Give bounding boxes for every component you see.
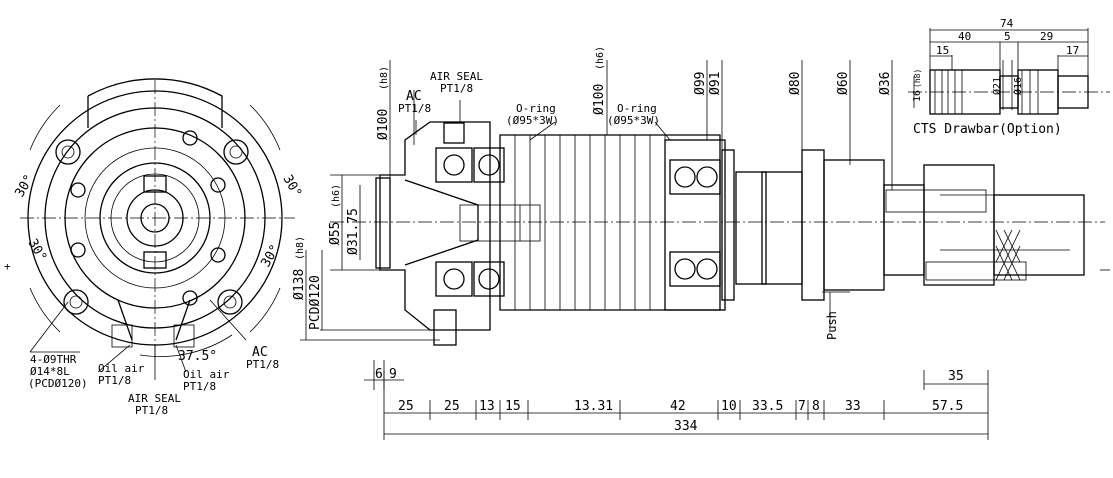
diam-60: Ø60 bbox=[836, 72, 851, 95]
front-oil-air-right-2: PT1/8 bbox=[183, 380, 216, 393]
dim-total-334: 334 bbox=[674, 419, 698, 434]
front-oil-air-left-1: Oil air bbox=[98, 362, 145, 375]
dim-bottom-2: 13 bbox=[479, 399, 495, 414]
oring-1-label: O-ring bbox=[516, 102, 556, 115]
front-oil-air-left-2: PT1/8 bbox=[98, 374, 131, 387]
dim-6: 6 bbox=[375, 367, 383, 382]
dim-bottom-11: 57.5 bbox=[932, 399, 963, 414]
front-view: + 30° 30° 30° 30° 37.5° 4-Ø9THR Ø14*8L (… bbox=[4, 78, 305, 417]
pcd-120: PCDØ120 bbox=[308, 275, 323, 330]
dim-bottom-3: 15 bbox=[505, 399, 521, 414]
dim-bottom-0: 25 bbox=[398, 399, 414, 414]
front-ac-note-1: AC bbox=[252, 345, 268, 360]
drawbar-dim-17: 17 bbox=[1066, 44, 1079, 57]
diam-99: Ø99 bbox=[693, 72, 708, 95]
angle-label-top-right: 30° bbox=[280, 173, 305, 201]
angle-label-top-left: 30° bbox=[12, 172, 37, 200]
diam-100-h6-tol: (h6) bbox=[595, 46, 606, 70]
oring-2-label: O-ring bbox=[617, 102, 657, 115]
drawbar-dim-d16: Ø16 bbox=[1012, 77, 1024, 95]
drawbar-caption: CTS Drawbar(Option) bbox=[913, 122, 1062, 137]
dim-9: 9 bbox=[389, 367, 397, 382]
thread-note-line3: (PCDØ120) bbox=[28, 377, 88, 390]
drawbar-dim-5: 5 bbox=[1004, 30, 1011, 43]
diam-55: Ø55 bbox=[328, 222, 343, 245]
diam-55-tol: (h6) bbox=[331, 184, 342, 208]
drawbar-dim-h8: (h8) bbox=[913, 69, 922, 88]
front-ac-note-2: PT1/8 bbox=[246, 358, 279, 371]
dim-bottom-7: 33.5 bbox=[752, 399, 783, 414]
side-air-seal-2: PT1/8 bbox=[440, 82, 473, 95]
drawbar-dim-15: 15 bbox=[936, 44, 949, 57]
dim-bottom-5: 42 bbox=[670, 399, 686, 414]
diam-31-75: Ø31.75 bbox=[346, 208, 361, 255]
dim-bottom-6: 10 bbox=[721, 399, 737, 414]
drawbar-dim-16: 16 bbox=[912, 90, 923, 102]
thread-note-line2: Ø14*8L bbox=[30, 365, 70, 378]
drawbar-view: 74 40 5 29 15 17 Ø21 Ø16 16 (h8) CTS Dra… bbox=[908, 17, 1110, 137]
diam-100-h6: Ø100 bbox=[592, 84, 607, 115]
front-air-seal-1: AIR SEAL bbox=[128, 392, 181, 405]
angle-label-bottom-left: 30° bbox=[25, 237, 50, 265]
diam-80: Ø80 bbox=[788, 72, 803, 95]
angle-label-bottom-right: 30° bbox=[258, 242, 283, 270]
dim-bottom-1: 25 bbox=[444, 399, 460, 414]
side-ac-note-1: AC bbox=[406, 89, 422, 104]
diam-36: Ø36 bbox=[878, 72, 893, 95]
push-label: Push bbox=[825, 311, 839, 340]
angle-label-37-5: 37.5° bbox=[178, 349, 217, 364]
drawbar-dim-74: 74 bbox=[1000, 17, 1014, 30]
left-tick: + bbox=[4, 260, 11, 273]
diam-91: Ø91 bbox=[708, 72, 723, 95]
dim-35: 35 bbox=[948, 369, 964, 384]
dim-bottom-4: 13.31 bbox=[574, 399, 613, 414]
diam-100-h8: Ø100 bbox=[376, 109, 391, 140]
front-oil-air-right-1: Oil air bbox=[183, 368, 230, 381]
oring-2-size: (Ø95*3W) bbox=[607, 114, 660, 127]
side-ac-note-2: PT1/8 bbox=[398, 102, 431, 115]
drawbar-dim-40: 40 bbox=[958, 30, 971, 43]
diam-138: Ø138 bbox=[292, 269, 307, 300]
dim-bottom-10: 33 bbox=[845, 399, 861, 414]
dim-bottom-9: 8 bbox=[812, 399, 820, 414]
diam-100-h8-tol: (h8) bbox=[379, 66, 390, 90]
diam-138-tol: (h8) bbox=[295, 236, 306, 260]
drawbar-dim-29: 29 bbox=[1040, 30, 1053, 43]
drawbar-dim-d21: Ø21 bbox=[991, 77, 1003, 95]
oring-1-size: (Ø95*3W) bbox=[506, 114, 559, 127]
thread-note-line1: 4-Ø9THR bbox=[30, 353, 77, 366]
side-view: Ø100 (h8) Ø100 (h6) Ø99 Ø91 Ø80 Ø60 Ø36 … bbox=[292, 46, 1110, 440]
side-air-seal-1: AIR SEAL bbox=[430, 70, 483, 83]
dim-bottom-8: 7 bbox=[798, 399, 806, 414]
front-air-seal-2: PT1/8 bbox=[135, 404, 168, 417]
